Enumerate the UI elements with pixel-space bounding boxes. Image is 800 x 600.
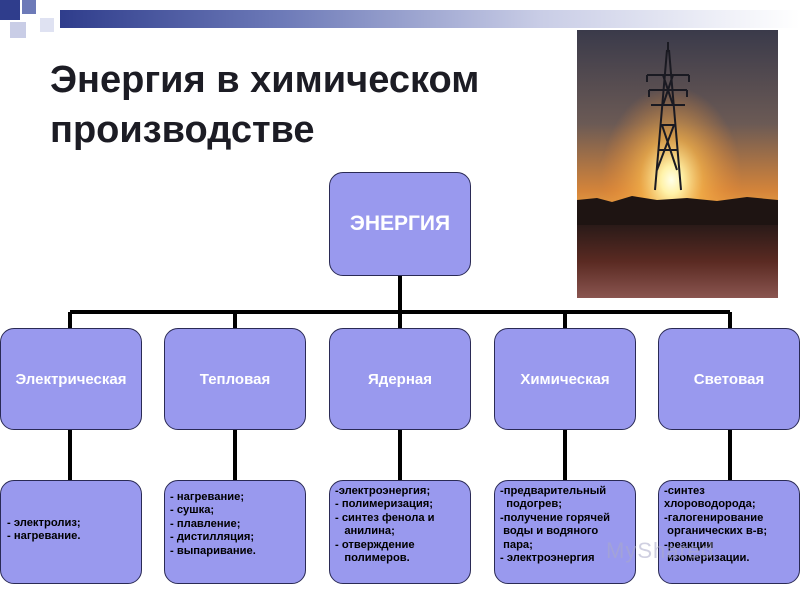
leaf-node-light: -синтез хлороводорода; -галогенирование … xyxy=(658,480,800,584)
header-square xyxy=(40,18,54,32)
header-decoration xyxy=(0,0,800,40)
header-gradient-bar xyxy=(60,10,800,28)
root-node-label: ЭНЕРГИЯ xyxy=(349,212,451,235)
category-label: Химическая xyxy=(520,370,610,388)
list-item: -реакции xyxy=(664,538,714,551)
leaf-node-thermal: - нагревание; - сушка; - плавление; - ди… xyxy=(164,480,306,584)
category-label: Световая xyxy=(693,370,765,388)
list-item: хлороводорода; xyxy=(664,498,756,511)
list-item: - электролиз; xyxy=(7,517,81,529)
list-item: пара; xyxy=(500,538,533,551)
list-item: воды и водяного xyxy=(500,525,599,538)
list-item: - дистилляция; xyxy=(170,531,255,544)
header-square xyxy=(0,0,20,20)
watermark-text: MyShared xyxy=(606,538,715,563)
list-item: - отверждение xyxy=(335,538,415,551)
category-label: Ядерная xyxy=(368,370,432,388)
leaf-list: -синтез хлороводорода; -галогенирование … xyxy=(664,485,794,565)
category-node-nuclear: Ядерная xyxy=(329,328,471,430)
category-node-thermal: Тепловая xyxy=(164,328,306,430)
category-label: Тепловая xyxy=(199,370,271,388)
list-item: - сушка; xyxy=(170,504,215,517)
list-item: полимеров. xyxy=(335,552,410,565)
category-node-light: Световая xyxy=(658,328,800,430)
page-title: Энергия в химическом производстве xyxy=(50,55,570,155)
leaf-list: -электроэнергия; - полимеризация; - синт… xyxy=(335,485,465,565)
category-label: Электрическая xyxy=(15,370,127,388)
list-item: - плавление; xyxy=(170,517,241,530)
list-item: - нагревание; xyxy=(170,491,245,503)
list-item: - выпаривание. xyxy=(170,544,256,557)
leaf-node-electrical: - электролиз; - нагревание. xyxy=(0,480,142,584)
list-item: органических в-в; xyxy=(664,525,768,538)
leaf-list: - нагревание; - сушка; - плавление; - ди… xyxy=(170,491,300,558)
leaf-list: - электролиз; - нагревание. xyxy=(7,517,136,544)
list-item: -галогенирование xyxy=(664,511,764,524)
title-line-2: производстве xyxy=(50,109,315,151)
root-node-energy: ЭНЕРГИЯ xyxy=(329,172,471,276)
list-item: -синтез xyxy=(664,485,705,497)
sunset-power-tower-image xyxy=(577,30,778,298)
list-item: -электроэнергия; xyxy=(335,485,431,497)
list-item: изомеризации. xyxy=(664,552,750,565)
list-item: - электроэнергия xyxy=(500,552,595,565)
header-square xyxy=(10,22,26,38)
leaf-node-nuclear: -электроэнергия; - полимеризация; - синт… xyxy=(329,480,471,584)
list-item: - полимеризация; xyxy=(335,498,433,511)
watermark: MyShared xyxy=(606,538,714,564)
leaf-list: -предварительный подогрев; -получение го… xyxy=(500,485,630,565)
header-square xyxy=(22,0,36,14)
category-node-chemical: Химическая xyxy=(494,328,636,430)
list-item: -получение горячей xyxy=(500,511,611,524)
category-node-electrical: Электрическая xyxy=(0,328,142,430)
list-item: анилина; xyxy=(335,525,395,538)
list-item: подогрев; xyxy=(500,498,562,511)
leaf-node-chemical: -предварительный подогрев; -получение го… xyxy=(494,480,636,584)
list-item: -предварительный xyxy=(500,485,607,497)
list-item: - нагревание. xyxy=(7,530,81,543)
title-line-1: Энергия в химическом xyxy=(50,59,480,101)
list-item: - синтез фенола и xyxy=(335,511,435,524)
